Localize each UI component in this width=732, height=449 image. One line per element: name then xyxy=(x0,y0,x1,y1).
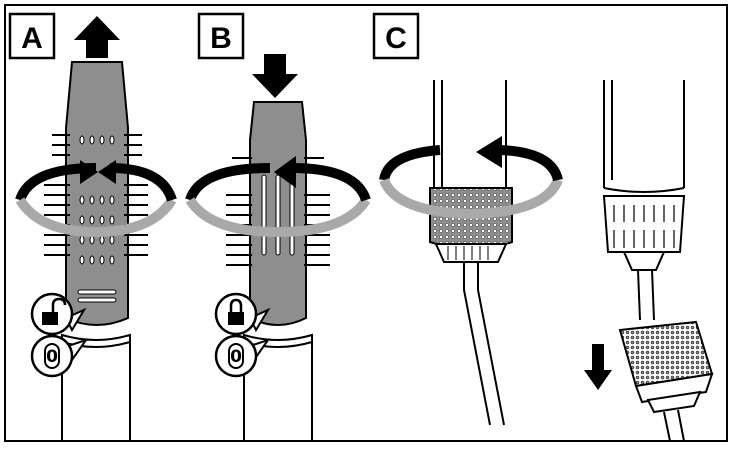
rotation-arrowhead-b xyxy=(274,156,296,188)
rotation-ring-b xyxy=(185,197,371,238)
panel-b: B xyxy=(185,12,371,441)
panel-a-label-box xyxy=(8,12,56,60)
guard-ridges-c-left xyxy=(447,246,489,260)
bristle-holes-a xyxy=(79,135,115,265)
lock-badge-b xyxy=(214,292,271,336)
rotation-arrow-c-left xyxy=(379,145,441,182)
panel-b-label-box xyxy=(197,12,245,60)
rotation-arrowhead-c xyxy=(476,136,502,168)
panel-b-label: B xyxy=(210,22,232,55)
rotation-ring-a xyxy=(15,197,177,238)
arrow-down-icon xyxy=(252,54,298,98)
power-cord-c-right-lower xyxy=(663,409,685,442)
rotation-arrow-b-right xyxy=(291,163,371,202)
cord-guard-c-left xyxy=(434,243,508,263)
panel-a-label: A xyxy=(21,22,43,55)
panel-a: A xyxy=(8,12,177,441)
power-badge-b: 0 xyxy=(214,334,271,378)
panel-c-label: C xyxy=(385,22,407,55)
vent-slots-a xyxy=(77,289,117,303)
power-badge-a: 0 xyxy=(30,334,89,378)
rotation-arrow-c-right xyxy=(499,145,563,182)
rotation-arrow-b-left xyxy=(185,163,271,202)
device-body-c-left xyxy=(433,80,507,188)
arrow-down-small-icon xyxy=(584,344,612,390)
cord-guard-c-right xyxy=(622,251,666,271)
brush-attachment-a xyxy=(65,61,129,326)
rotation-arrow-a-right xyxy=(109,163,177,202)
panel-c-label-box xyxy=(372,12,420,60)
lock-icon xyxy=(228,312,244,325)
rotation-arrowheads-a xyxy=(80,160,116,184)
unlock-icon xyxy=(42,312,58,325)
rotation-ring-c xyxy=(379,177,563,220)
filter-cap-detached xyxy=(618,320,714,414)
device-body-c-right xyxy=(603,80,685,188)
power-off-symbol-b: 0 xyxy=(230,347,242,367)
unlock-badge-a xyxy=(30,292,87,336)
power-cord-c-left xyxy=(463,262,505,426)
arrow-up-icon xyxy=(74,16,120,58)
power-off-symbol-a: 0 xyxy=(46,347,58,367)
mount-ridges-c-right xyxy=(613,205,675,248)
power-cord-c-right-upper xyxy=(637,269,655,321)
panel-c: C xyxy=(372,12,714,442)
